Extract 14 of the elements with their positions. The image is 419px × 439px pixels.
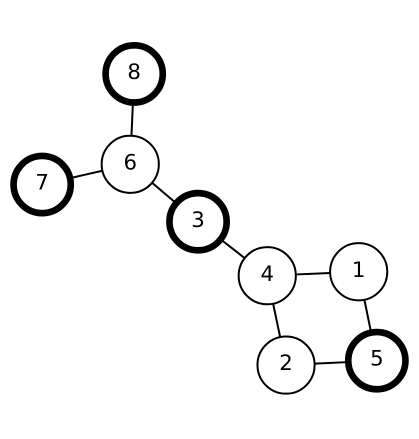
connector	[220, 238, 246, 259]
node-circle: 2	[256, 336, 316, 395]
connector	[296, 272, 330, 276]
connector	[130, 102, 134, 136]
connector	[363, 300, 372, 333]
node-circle: 6	[100, 134, 160, 194]
node-circle: 4	[238, 246, 297, 306]
node-circle: 7	[10, 152, 74, 216]
connector	[272, 304, 282, 337]
connector	[152, 182, 177, 204]
node-circle: 5	[344, 328, 409, 393]
node-circle: 3	[166, 190, 230, 254]
node-circle: 8	[102, 42, 166, 106]
node-circle: 1	[329, 242, 388, 302]
